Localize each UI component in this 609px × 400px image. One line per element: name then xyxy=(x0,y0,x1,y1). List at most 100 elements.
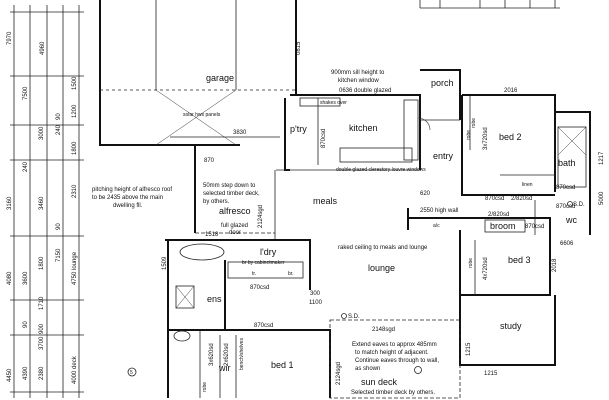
bed1-wir: wir bed 1 bench/shelves robe 870csd 3x62… xyxy=(127,291,331,398)
dim-left-4: 4000 deck xyxy=(72,355,78,384)
eaves-note-1: Extend eaves to approx 485mm xyxy=(352,342,437,348)
dim-left-5: 90 xyxy=(23,321,29,328)
dim-3x620sd: 3x620sd xyxy=(209,343,215,366)
shakes-over-note: shakes over xyxy=(320,100,347,106)
dim-870csd-ldry: 870csd xyxy=(250,285,269,291)
sun-deck-label: sun deck xyxy=(361,377,398,387)
dim-2820sd-a: 2/820sd xyxy=(511,196,532,202)
left-dimension-col1: 7970 4960 3160 4080 4450 xyxy=(7,31,46,382)
bed3-label: bed 3 xyxy=(508,255,531,265)
dim-870csd-bed1: 870csd xyxy=(254,323,273,329)
kitchen-label: kitchen xyxy=(349,123,378,133)
dim-left-2: 3600 xyxy=(23,271,29,285)
garage-label: garage xyxy=(206,73,234,83)
dim-2124sgd-b: 2124sgd xyxy=(336,362,342,385)
step-note-3: by others. xyxy=(203,199,230,205)
sd-note-deck: S.D. xyxy=(348,314,360,320)
dim-3x720sd: 3x720sd xyxy=(483,127,489,150)
robe-note-bed2: robe xyxy=(466,130,472,140)
dim-left-4: 4750 lounge xyxy=(72,251,78,285)
bed3-broom: broom bed 3 2/820sd 870csd 4x720sd 6606 … xyxy=(459,212,574,296)
dim-2x620sd: 2x620sd xyxy=(224,343,230,366)
dim-left-1: 4450 xyxy=(7,368,13,382)
dim-4x720sd: 4x720sd xyxy=(483,257,489,280)
dim-left-4: 7150 xyxy=(56,248,62,262)
full-glazed-note-2: door xyxy=(229,230,241,236)
pantry-label: p'try xyxy=(290,124,307,134)
laundry-label: l'dry xyxy=(260,247,277,257)
raked-ceiling-note: raked ceiling to meals and lounge xyxy=(338,245,428,251)
dim-3830: 3830 xyxy=(233,130,247,136)
robe-note-bed1: robe xyxy=(202,382,208,392)
study: study 1215 1215 xyxy=(459,295,556,377)
dim-left-2: 7500 xyxy=(23,86,29,100)
left-dimension-col3: 240 240 90 1710 2380 xyxy=(23,124,62,380)
kitchen-area: shakes over p'try kitchen 900mm sill hei… xyxy=(284,70,426,173)
dim-300: 300 xyxy=(310,291,321,297)
lounge-label: lounge xyxy=(368,263,395,273)
ensuite-label: ens xyxy=(207,294,222,304)
dim-870csd-wc: 870csd xyxy=(556,204,575,210)
dim-870: 870 xyxy=(204,158,215,164)
br-note: br. xyxy=(288,271,294,277)
dim-2148sgd: 2148sgd xyxy=(372,327,395,333)
wc-label: wc xyxy=(565,215,577,225)
dim-2018: 2018 xyxy=(552,258,558,272)
dim-2820sd-b: 2/820sd xyxy=(488,212,509,218)
double-glazed-note: 0636 double glazed xyxy=(339,88,391,94)
solar-panels-note: solar hws panels xyxy=(183,112,221,118)
dim-6606: 6606 xyxy=(560,241,574,247)
dim-left-3: 240 xyxy=(56,124,62,135)
dim-left-1: 7970 xyxy=(7,31,13,45)
dim-1215-b: 1215 xyxy=(484,371,498,377)
dim-1518: 1518 xyxy=(205,232,219,238)
left-dimension-lines xyxy=(10,5,84,398)
cabinetmaker-note: br by cabinetmaker xyxy=(242,260,285,266)
dim-1217: 1217 xyxy=(599,151,605,165)
top-right-gridlines xyxy=(419,0,560,9)
wir-label: wir xyxy=(218,363,231,373)
dim-left-4: 2310 xyxy=(72,184,78,198)
dim-0815: 0815 xyxy=(296,41,302,55)
dim-left-4: 1800 xyxy=(72,141,78,155)
dim-left-2: 4390 xyxy=(23,366,29,380)
dim-left-1: 4080 xyxy=(7,271,13,285)
dim-1100: 1100 xyxy=(309,300,323,306)
bed2-bath-wing: bed 2 bath linen wc 2016 3x720sd 870csd … xyxy=(461,88,605,235)
entry-label: entry xyxy=(433,151,454,161)
dim-left-1: 4960 xyxy=(40,41,46,55)
laundry: l'dry br by cabinetmaker tr. br. 870csd xyxy=(165,239,311,291)
tr-note: tr. xyxy=(252,271,256,277)
bed2-label: bed 2 xyxy=(499,132,522,142)
ac-note: a/c xyxy=(433,223,440,229)
dim-2016: 2016 xyxy=(504,88,518,94)
eaves-note-2: to match height of adjacent. xyxy=(355,350,429,356)
eaves-note-3: Continue eaves through to wall, xyxy=(355,358,439,364)
broom-label: broom xyxy=(490,221,516,231)
pitching-note-3: dwelling fll. xyxy=(113,203,143,209)
dim-left-3: 240 xyxy=(23,161,29,172)
dim-left-1: 3160 xyxy=(7,196,13,210)
meals-lounge: meals lounge raked ceiling to meals and … xyxy=(276,169,460,273)
meals-label: meals xyxy=(313,196,338,206)
porch-label: porch xyxy=(431,78,454,88)
dim-left-3: 90 xyxy=(56,223,62,230)
robe-note-entry: robe xyxy=(471,118,477,128)
dim-left-4: 1500 xyxy=(72,76,78,90)
sd-note-bed2: S.D. xyxy=(573,202,585,208)
study-label: study xyxy=(500,321,522,331)
dim-left-5: 90 xyxy=(56,113,62,120)
bath-label: bath xyxy=(558,158,576,168)
pitching-note-1: pitching height of alfresco roof xyxy=(92,187,172,193)
dim-5000: 5000 xyxy=(599,191,605,205)
left-dimension-col5: 90 1800 90 3700 900 xyxy=(23,113,62,350)
dim-left-2: 3460 xyxy=(39,196,45,210)
dim-870csd-bed2: 870csd xyxy=(485,196,504,202)
alfresco: alfresco pitching height of alfresco roo… xyxy=(92,145,276,270)
dim-left-5: 1800 xyxy=(39,256,45,270)
bed1-label: bed 1 xyxy=(271,360,294,370)
eaves-note-4: as shown xyxy=(355,366,380,372)
dim-left-3: 1710 xyxy=(39,296,45,310)
alfresco-label: alfresco xyxy=(219,206,251,216)
